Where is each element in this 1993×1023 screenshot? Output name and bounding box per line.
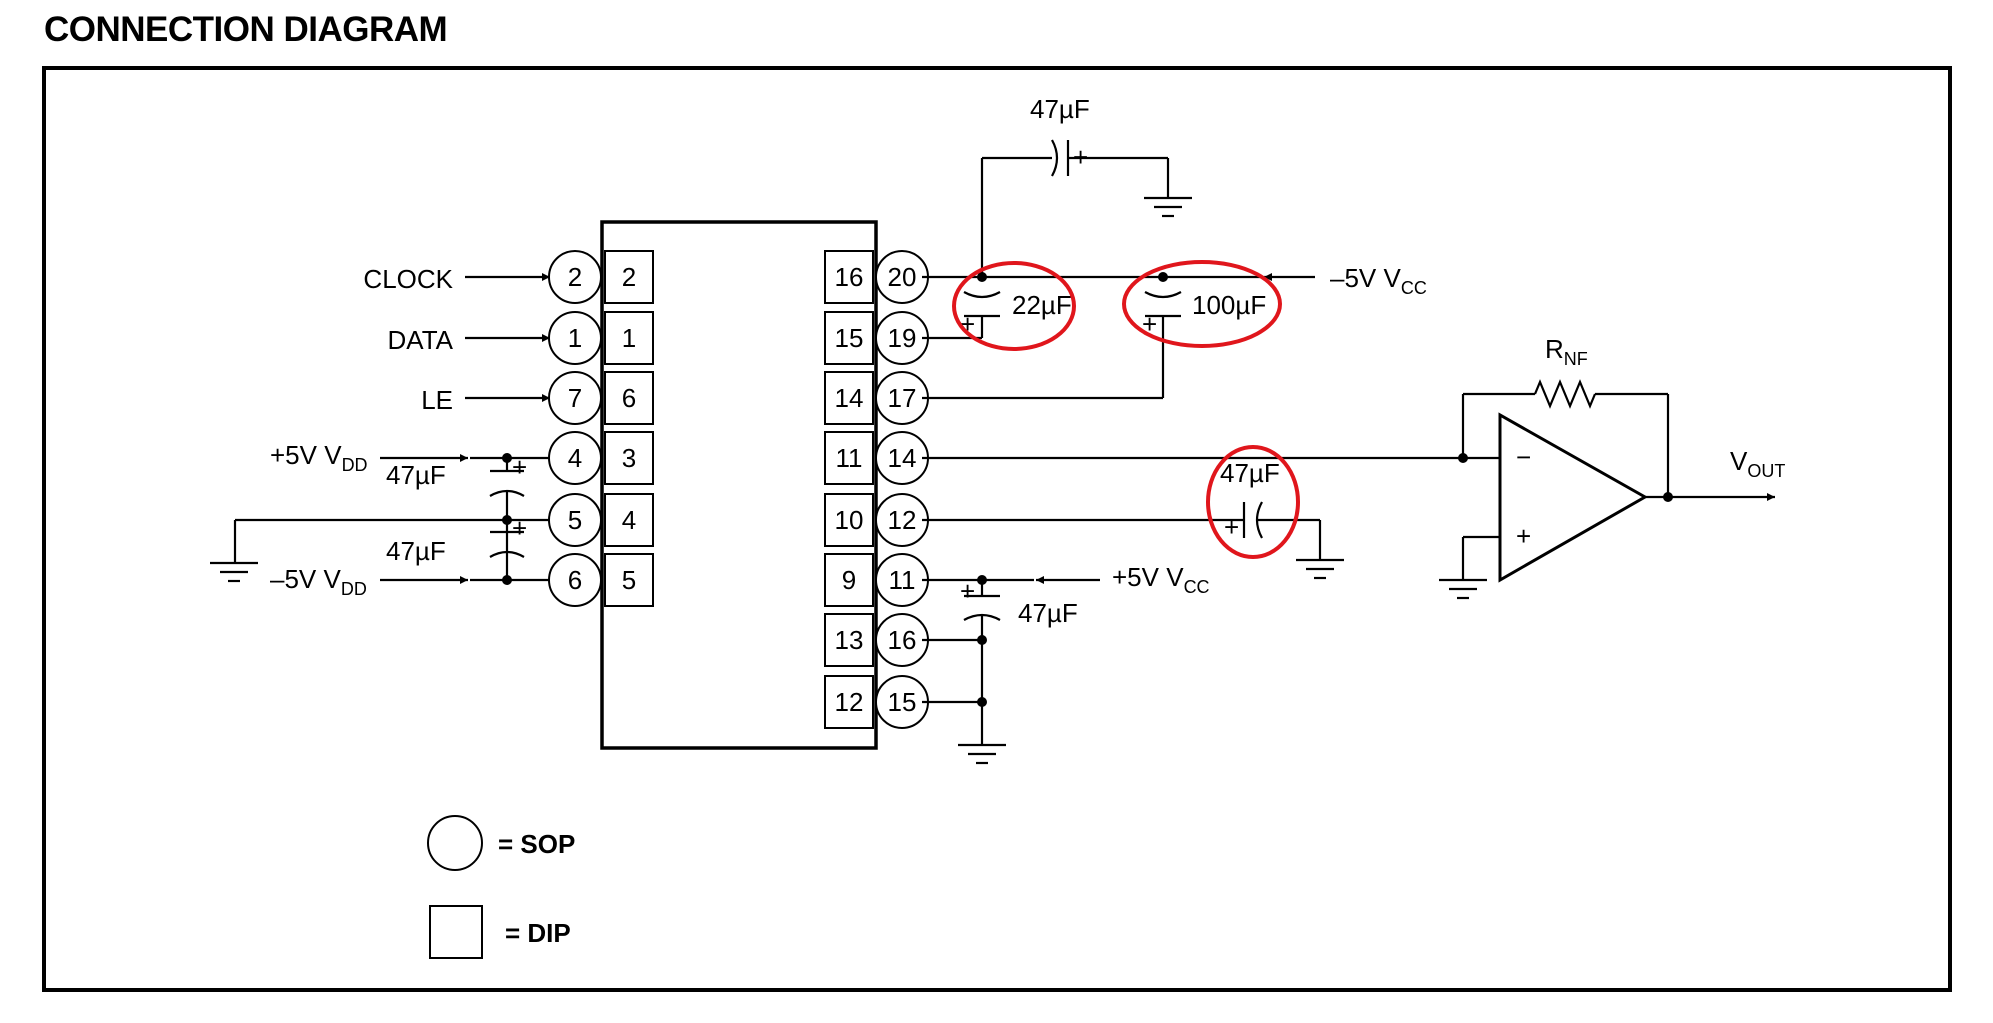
- cap-vdd1-plus: +: [512, 452, 527, 482]
- sop-pin-number: 17: [888, 383, 917, 413]
- sop-pin-number: 6: [568, 565, 582, 595]
- dip-pin-box: [824, 371, 874, 425]
- dip-pin-box: [824, 675, 874, 729]
- opamp-plus: +: [1516, 521, 1531, 551]
- dip-pin-number: 2: [622, 262, 636, 292]
- vcc-neg-label: –5V VCC: [1330, 263, 1427, 298]
- dip-pin-number: 15: [835, 323, 864, 353]
- sop-pin-number: 11: [889, 565, 916, 595]
- dip-pin-number: 13: [835, 625, 864, 655]
- cap-vcc-plus: +: [960, 576, 975, 606]
- legend-sop: = SOP: [498, 829, 575, 859]
- sop-pin-number: 16: [888, 625, 917, 655]
- legend-dip-icon: [429, 905, 483, 959]
- cap-vdd1-label: 47µF: [386, 460, 446, 490]
- dip-pin-box: [604, 371, 654, 425]
- ic-body: [600, 220, 878, 750]
- dip-pin-number: 1: [622, 323, 636, 353]
- dip-pin-number: 3: [622, 443, 636, 473]
- sop-pin-number: 4: [568, 443, 582, 473]
- dip-pin-number: 16: [835, 262, 864, 292]
- cap-vcc-label: 47µF: [1018, 598, 1078, 628]
- left-pins: 2 2 1 1 7 6 4 3 5 4 6 5: [548, 250, 654, 607]
- dip-pin-number: 10: [835, 505, 864, 535]
- cap-out-label: 47µF: [1220, 458, 1280, 488]
- dip-pin-number: 5: [622, 565, 636, 595]
- vdd-neg-label: –5V VDD: [270, 564, 367, 599]
- dip-pin-number: 12: [835, 687, 864, 717]
- dip-pin-box: [604, 493, 654, 547]
- vout-label: VOUT: [1730, 446, 1785, 481]
- clock-label: CLOCK: [363, 264, 453, 294]
- sop-pin-number: 5: [568, 505, 582, 535]
- dip-pin-box: [604, 311, 654, 365]
- highlight-100uf: [1122, 260, 1282, 348]
- diagram-frame: [42, 66, 1952, 992]
- legend-sop-icon: [427, 815, 483, 871]
- dip-pin-box: [824, 493, 874, 547]
- le-label: LE: [421, 385, 453, 415]
- right-pins: 16 20 15 19 14 17 11 14 10 12 9 11 13 16 12 15: [824, 250, 929, 729]
- dip-pin-box: [604, 250, 654, 304]
- dip-pin-box: [824, 613, 874, 667]
- sop-pin-number: 12: [888, 505, 917, 535]
- vdd-pos-label: +5V VDD: [270, 440, 368, 475]
- cap-100-label: 100µF: [1192, 290, 1266, 320]
- sop-pin-number: 20: [888, 262, 917, 292]
- sop-pin-number: 7: [568, 383, 582, 413]
- cap-top-plus: +: [1073, 142, 1088, 172]
- data-label: DATA: [388, 325, 454, 355]
- dip-pin-number: 11: [836, 443, 863, 473]
- sop-pin-number: 2: [568, 262, 582, 292]
- right-wires: [922, 139, 1500, 765]
- highlight-22uf: [952, 261, 1076, 351]
- sop-pin-number: 1: [568, 323, 582, 353]
- cap-top-label: 47µF: [1030, 94, 1090, 124]
- cap-vdd2-label: 47µF: [386, 536, 446, 566]
- dip-pin-box: [604, 553, 654, 607]
- sop-pin-number: 19: [888, 323, 917, 353]
- opamp-minus: −: [1516, 442, 1531, 472]
- legend-dip: = DIP: [505, 918, 571, 948]
- dip-pin-box: [824, 553, 874, 607]
- dip-pin-number: 6: [622, 383, 636, 413]
- sop-pin-number: 14: [888, 443, 917, 473]
- dip-pin-box: [824, 311, 874, 365]
- dip-pin-box: [604, 431, 654, 485]
- diagram-title: CONNECTION DIAGRAM: [44, 10, 448, 49]
- cap-out-plus: +: [1224, 512, 1239, 542]
- sop-pin-number: 15: [888, 687, 917, 717]
- input-wires: [210, 273, 550, 585]
- cap-vdd2-plus: +: [512, 513, 527, 543]
- dip-pin-box: [824, 431, 874, 485]
- rnf-label: RNF: [1545, 334, 1588, 369]
- op-amp: [1439, 379, 1775, 600]
- highlight-47uf-out: [1206, 445, 1300, 559]
- vcc-pos-label: +5V VCC: [1112, 562, 1210, 597]
- dip-pin-box: [824, 250, 874, 304]
- dip-pin-number: 4: [622, 505, 636, 535]
- dip-pin-number: 14: [835, 383, 864, 413]
- cap-22-label: 22µF: [1012, 290, 1072, 320]
- dip-pin-number: 9: [842, 565, 856, 595]
